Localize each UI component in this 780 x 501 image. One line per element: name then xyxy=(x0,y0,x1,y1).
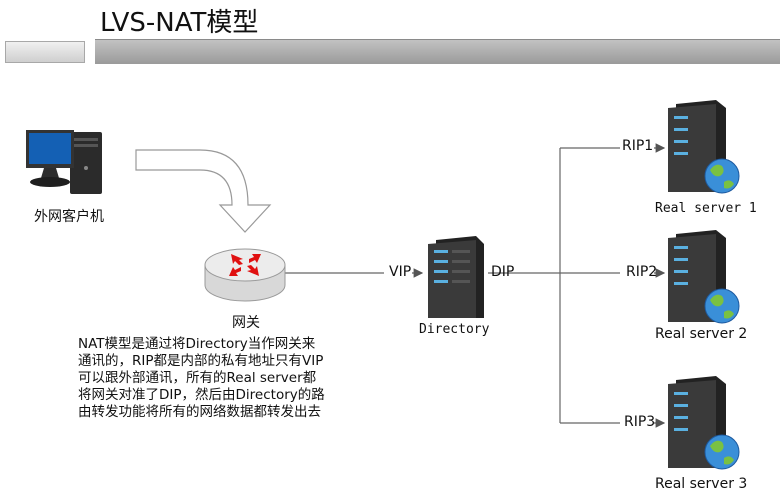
rip2-label: RIP2 xyxy=(626,264,658,280)
server-icon xyxy=(428,236,484,318)
server2-label: Real server 2 xyxy=(655,326,748,342)
header-bar-left xyxy=(5,41,85,63)
server3-label: Real server 3 xyxy=(655,476,748,492)
gateway-label: 网关 xyxy=(232,315,260,331)
description-note: NAT模型是通过将Directory当作网关来通讯的，RIP都是内部的私有地址只… xyxy=(78,336,325,420)
dip-label: DIP xyxy=(491,264,515,280)
rip3-label: RIP3 xyxy=(624,414,656,430)
rip1-label: RIP1 xyxy=(622,138,654,154)
curved-arrow xyxy=(135,149,272,233)
director-label: Directory xyxy=(419,322,490,337)
page-title: LVS-NAT模型 xyxy=(100,8,259,38)
vip-label: VIP xyxy=(389,264,412,280)
server-globe-icon xyxy=(668,230,740,324)
router-icon xyxy=(204,248,286,302)
server1-label: Real server 1 xyxy=(655,201,757,216)
computer-icon xyxy=(26,130,102,194)
header-bar-right xyxy=(95,39,780,64)
server-globe-icon xyxy=(668,376,740,470)
client-label: 外网客户机 xyxy=(34,209,104,225)
server-globe-icon xyxy=(668,100,740,194)
